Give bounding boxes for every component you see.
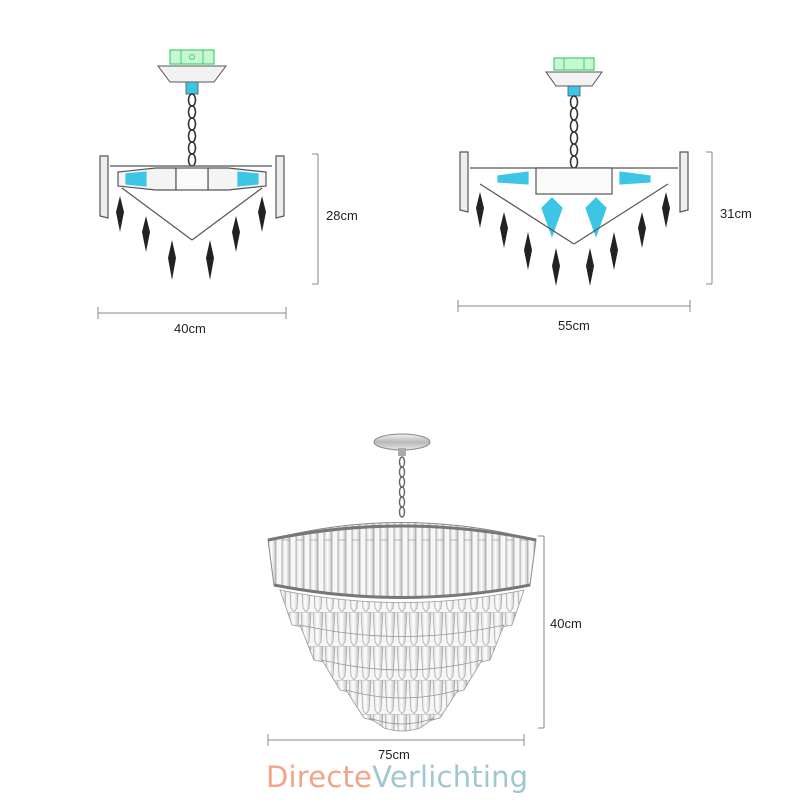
crystal-drops — [476, 192, 670, 286]
dimension-lines — [267, 535, 545, 746]
brand-part-2: Verlichting — [372, 760, 529, 794]
ceiling-mount — [545, 57, 603, 97]
height-label-medium: 31cm — [720, 206, 752, 221]
chain — [187, 93, 197, 167]
ceiling-canopy — [373, 433, 431, 456]
chain — [398, 456, 406, 518]
brand-part-1: Directe — [266, 760, 373, 794]
height-label-small: 28cm — [326, 208, 358, 223]
width-label-small: 40cm — [174, 321, 206, 336]
frame — [459, 151, 689, 245]
height-label-large: 40cm — [550, 616, 582, 631]
width-label-medium: 55cm — [558, 318, 590, 333]
crystal-tiers — [267, 522, 537, 732]
frame — [99, 155, 285, 241]
width-label-large: 75cm — [378, 747, 410, 762]
ceiling-mount — [157, 49, 227, 95]
dimension-lines — [457, 151, 713, 312]
brand-logo: DirecteVerlichting — [266, 760, 528, 794]
crystal-drops — [116, 196, 266, 280]
dimension-lines — [97, 153, 319, 319]
